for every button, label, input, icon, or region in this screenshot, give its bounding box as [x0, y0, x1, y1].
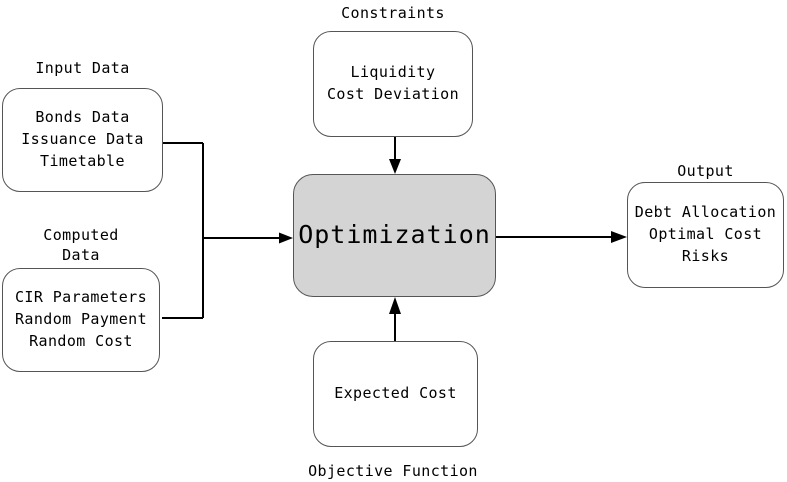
node-output[interactable]: Debt Allocation Optimal Cost Risks	[627, 182, 784, 288]
caption-output: Output	[677, 162, 734, 180]
node-input-data-line-3: Timetable	[40, 151, 125, 170]
node-input-data-line-2: Issuance Data	[21, 130, 144, 149]
caption-objective-function: Objective Function	[308, 462, 478, 480]
caption-computed-data: Computed Data	[43, 226, 119, 265]
node-computed-data-line-1: CIR Parameters	[14, 288, 148, 307]
node-optimization-label: Optimization	[298, 220, 491, 250]
node-computed-data[interactable]: CIR Parameters Random Payment Random Cos…	[2, 268, 160, 372]
node-constraints-line-2: Cost Deviation	[326, 85, 460, 103]
node-objective-line-1: Expected Cost	[334, 384, 457, 403]
edge-inputs-to-optimization	[160, 130, 300, 330]
node-output-line-1: Debt Allocation	[634, 203, 777, 222]
node-computed-data-line-3: Random Cost	[29, 331, 133, 350]
edge-constraints-to-optimization	[386, 135, 404, 177]
node-computed-data-line-2: Random Payment	[14, 310, 148, 329]
node-output-line-2: Optimal Cost	[648, 225, 763, 244]
edge-optimization-to-output	[494, 228, 630, 246]
node-constraints[interactable]: Liquidity Cost Deviation	[313, 31, 473, 137]
node-input-data-line-1: Bonds Data	[35, 108, 130, 127]
node-objective-expected-cost[interactable]: Expected Cost	[313, 341, 478, 447]
caption-input-data: Input Data	[35, 59, 130, 77]
edge-objective-to-optimization	[386, 295, 404, 343]
node-input-data[interactable]: Bonds Data Issuance Data Timetable	[2, 88, 163, 192]
node-output-line-3: Risks	[681, 246, 730, 265]
caption-constraints: Constraints	[341, 4, 445, 22]
node-optimization[interactable]: Optimization	[293, 174, 496, 297]
node-constraints-line-1: Liquidity	[350, 63, 436, 82]
